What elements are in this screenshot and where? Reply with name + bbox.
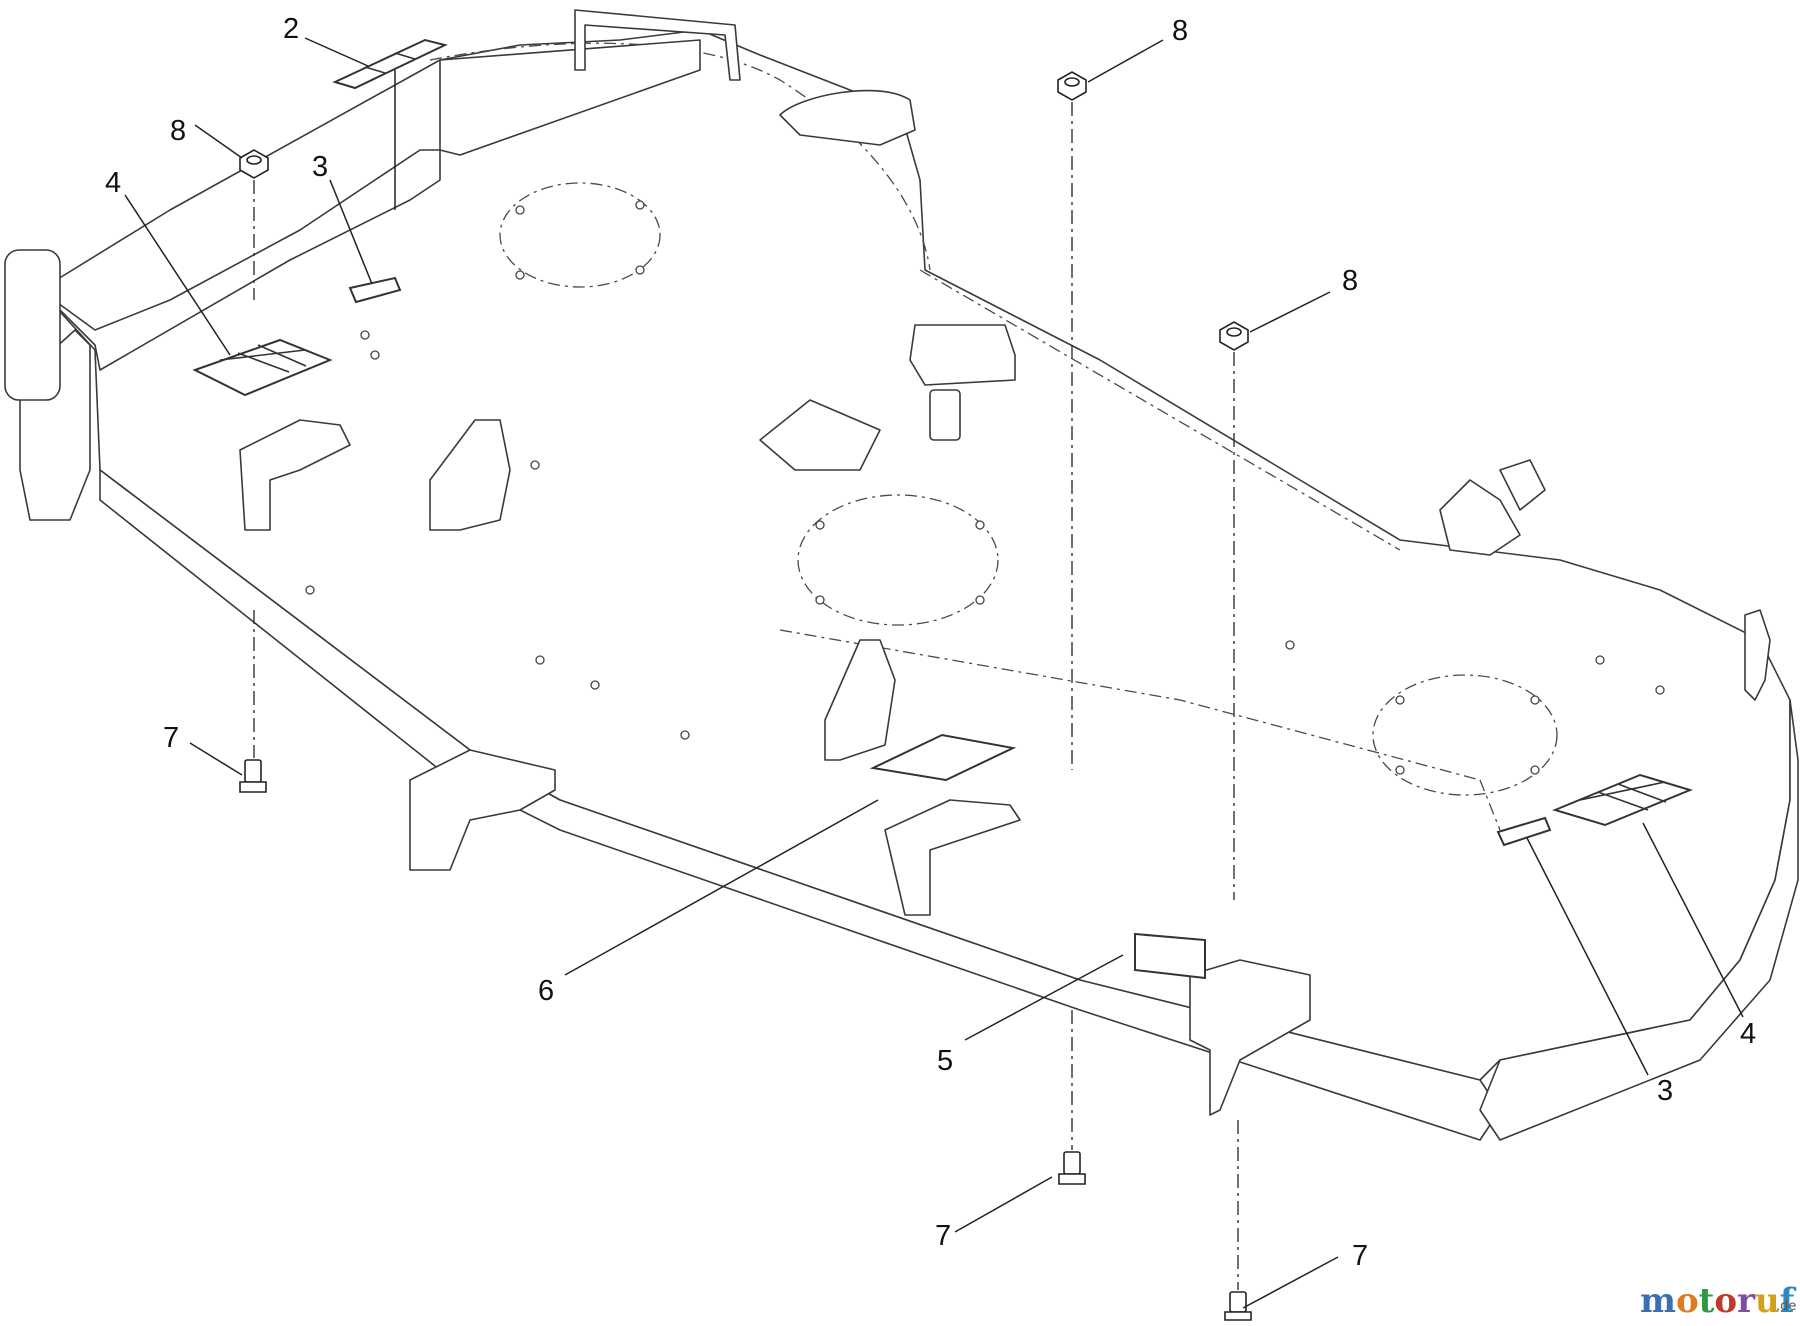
callout-8-center: 8	[1172, 15, 1188, 47]
flange-nut-8-center	[1057, 71, 1087, 101]
callout-3-left: 3	[312, 151, 328, 183]
deck-hidden-edge	[429, 42, 1401, 551]
bolt-7-center	[1058, 1151, 1086, 1185]
bracket-rear-left	[429, 419, 511, 531]
deck-hidden-edge-front	[779, 629, 1501, 831]
callout-5: 5	[937, 1045, 953, 1077]
spindle-opening-left	[499, 182, 661, 288]
right-pivot-arm	[1744, 609, 1771, 701]
callout-4-left: 4	[105, 167, 121, 199]
callout-7-left: 7	[163, 722, 179, 754]
callout-7-center: 7	[935, 1220, 951, 1252]
fasteners	[239, 71, 1252, 1321]
decals	[192, 38, 1693, 980]
callout-2: 2	[283, 13, 299, 45]
callout-6: 6	[538, 975, 554, 1007]
front-left-roller-bracket	[409, 749, 556, 871]
bracket-top-right	[779, 89, 916, 146]
idler-bracket	[759, 399, 881, 471]
spindle-opening-center	[797, 494, 999, 626]
logo-wordmark: motoruf	[1640, 1281, 1797, 1321]
mounting-holes	[305, 200, 1665, 775]
assembly-center-lines	[253, 102, 1239, 1290]
deck-side-skirt	[1479, 699, 1799, 1141]
decal-2	[332, 38, 448, 90]
bracket-front-center	[824, 639, 896, 761]
callout-8-left: 8	[170, 115, 186, 147]
front-center-pivot	[884, 799, 1021, 916]
deck-rear-baffle	[439, 39, 701, 156]
left-roller-plate	[4, 249, 61, 401]
logo-letter-u: u	[1755, 1281, 1780, 1321]
front-center-roller-bracket	[1189, 959, 1311, 1116]
logo-suffix: .de	[1776, 1299, 1796, 1314]
decal-3-right	[1496, 816, 1552, 847]
left-wheel-arm	[239, 419, 351, 531]
logo-letter-f: f	[1780, 1281, 1797, 1321]
logo-letter-o2: o	[1714, 1281, 1737, 1321]
decal-4-left	[192, 338, 333, 397]
logo-letter-t: t	[1699, 1281, 1715, 1321]
rear-handle	[574, 9, 741, 81]
bracket-right	[1439, 479, 1521, 556]
logo-letter-m: m	[1640, 1281, 1676, 1321]
decal-6	[869, 733, 1017, 782]
callout-8-right: 8	[1342, 265, 1358, 297]
logo-letter-o: o	[1676, 1281, 1699, 1321]
callout-4-right: 4	[1740, 1018, 1756, 1050]
callout-3-right: 3	[1657, 1075, 1673, 1107]
bolt-7-left	[239, 759, 267, 793]
idler-post	[929, 389, 961, 441]
spindle-opening-right	[1372, 674, 1558, 796]
idler-mount-block	[909, 324, 1016, 386]
bolt-7-right	[1224, 1291, 1252, 1321]
leader-lines	[124, 37, 1744, 1309]
decal-5	[1134, 932, 1206, 980]
decal-4-right	[1552, 773, 1693, 827]
flange-nut-8-left	[239, 149, 269, 179]
bracket-right-post	[1499, 459, 1546, 511]
motoruf-logo: motoruf .de	[1640, 1281, 1797, 1321]
callout-labels: 2 3 4 8 8 8 7 6 5 7 7 3 4	[105, 13, 1756, 1272]
decal-3-left	[348, 276, 402, 304]
callout-7-right: 7	[1352, 1240, 1368, 1272]
mower-deck	[4, 9, 1799, 1141]
flange-nut-8-right	[1219, 321, 1249, 351]
logo-letter-r: r	[1737, 1281, 1756, 1321]
